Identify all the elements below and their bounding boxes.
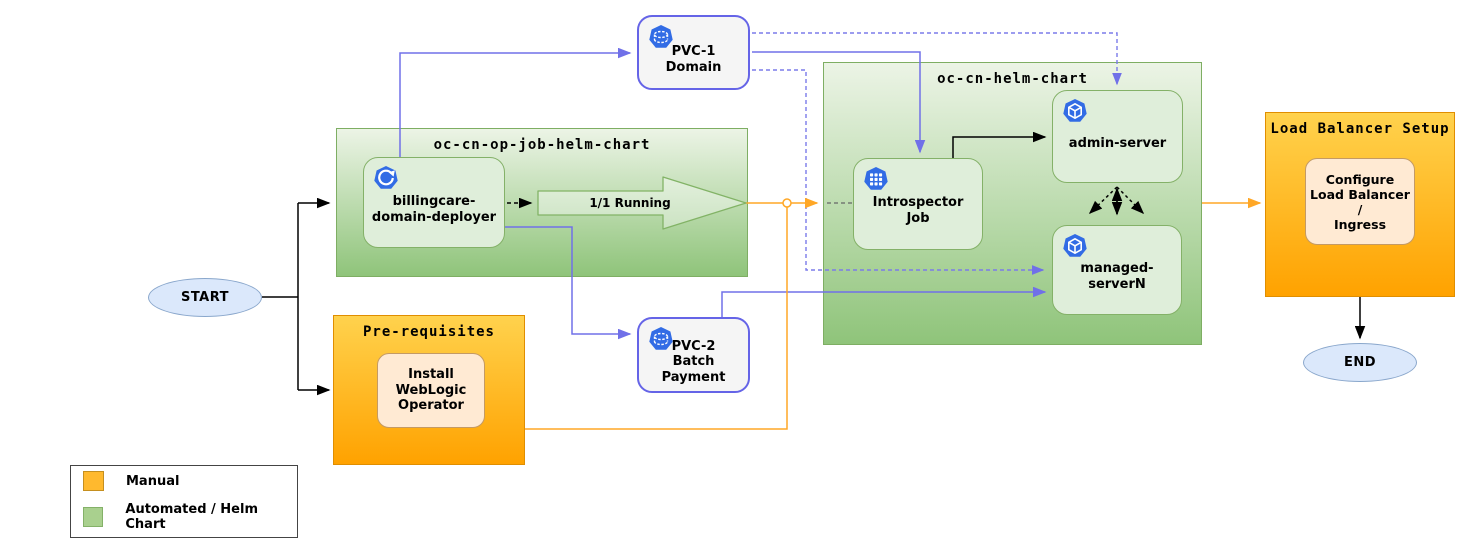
legend-item-manual: Manual (83, 471, 297, 491)
pod-icon (1063, 99, 1087, 122)
label-line: Batch Payment (661, 354, 726, 385)
pvc-icon (649, 25, 673, 48)
container-title: oc-cn-helm-chart (937, 71, 1088, 87)
node-install-weblogic-operator: Install WebLogic Operator (377, 353, 485, 428)
label-line: Job (906, 211, 930, 226)
manual-color-swatch (83, 471, 104, 491)
edge-junction-dot (782, 198, 792, 208)
label-line: Configure (1325, 171, 1395, 187)
node-admin-server: admin-server (1052, 90, 1183, 183)
edge-start-branch (262, 203, 299, 390)
label-line: managed-serverN (1080, 261, 1154, 292)
container-title: Load Balancer Setup (1270, 121, 1450, 137)
node-pvc-1-domain: PVC-1 Domain (637, 15, 750, 90)
legend-item-automated: Automated / Helm Chart (83, 502, 297, 532)
label-line: billingcare- (392, 193, 476, 209)
status-arrow-label: 1/1 Running (589, 196, 671, 210)
label-line: WebLogic (395, 382, 467, 398)
node-billingcare-domain-deployer: billingcare- domain-deployer (363, 157, 505, 248)
label-line: admin-server (1068, 135, 1167, 151)
start-terminator: START (148, 278, 262, 317)
node-introspector-job: Introspector Job (853, 158, 983, 250)
legend-label: Automated / Helm Chart (125, 502, 259, 532)
label-line: PVC-1 (671, 43, 716, 59)
container-title: oc-cn-op-job-helm-chart (433, 137, 651, 153)
node-label: Install WebLogic Operator (378, 354, 484, 427)
node-configure-load-balancer-ingress: Configure Load Balancer / Ingress (1305, 158, 1415, 245)
node-managed-serverN: managed-serverN (1052, 225, 1182, 315)
deployment-icon (374, 166, 398, 189)
label-line: PVC-2 (671, 338, 716, 354)
node-label: PVC-2 Batch Payment (639, 319, 748, 391)
job-icon (864, 167, 888, 190)
node-label: PVC-1 Domain (639, 17, 748, 88)
pod-icon (1063, 234, 1087, 257)
legend: Manual Automated / Helm Chart (70, 465, 298, 538)
label-line: Operator (398, 398, 464, 414)
node-label: Configure Load Balancer / Ingress (1306, 159, 1414, 244)
node-label: Introspector Job (854, 159, 982, 249)
node-label: billingcare- domain-deployer (364, 158, 504, 247)
container-title: Pre-requisites (362, 324, 495, 340)
label-line: Load Balancer (1310, 186, 1410, 202)
node-pvc-2-batch-payment: PVC-2 Batch Payment (637, 317, 750, 393)
label-line: Introspector (872, 195, 964, 211)
label-line: Domain (665, 59, 722, 75)
automated-color-swatch (83, 507, 104, 527)
label-line: Install (408, 367, 454, 383)
label-line: / (1357, 201, 1363, 217)
label-line: Ingress (1333, 216, 1387, 232)
end-terminator: END (1303, 343, 1417, 382)
node-label: admin-server (1053, 91, 1182, 182)
legend-label: Manual (126, 473, 180, 489)
pvc-icon (649, 327, 673, 350)
node-label: managed-serverN (1053, 226, 1181, 314)
label-line: domain-deployer (371, 209, 497, 225)
